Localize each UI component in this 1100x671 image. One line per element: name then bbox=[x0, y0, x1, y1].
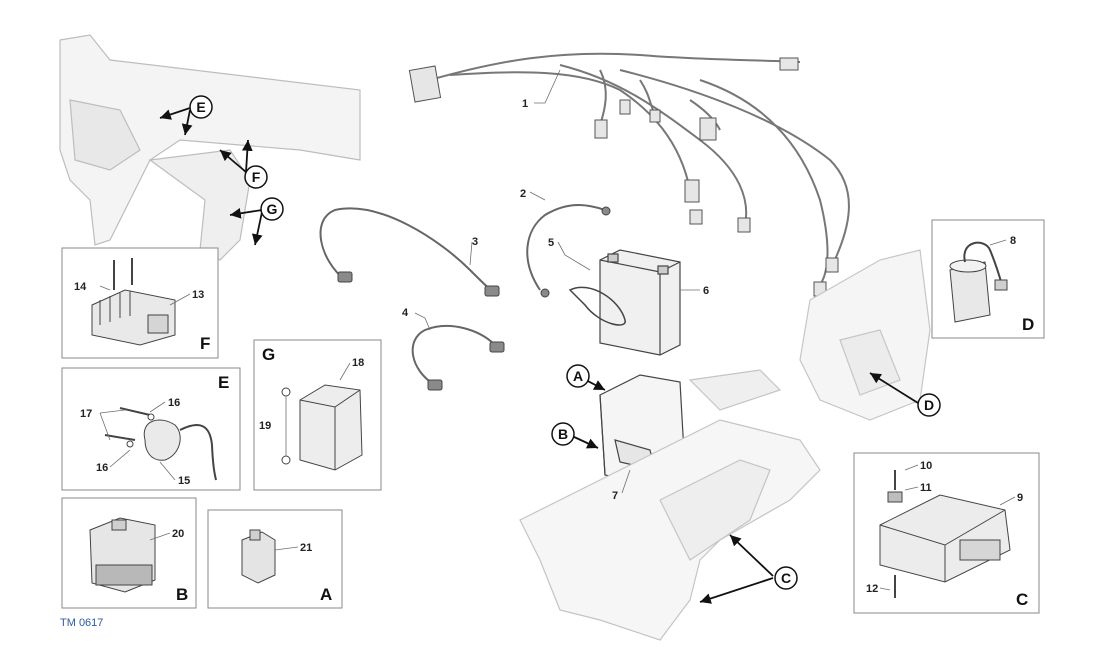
frame-rear bbox=[519, 369, 821, 641]
part-number-9: 9 bbox=[1017, 492, 1023, 504]
part-number-3: 3 bbox=[472, 236, 478, 248]
rear-mudguard bbox=[799, 249, 931, 421]
part-number-20: 20 bbox=[172, 528, 184, 540]
part-number-18: 18 bbox=[352, 357, 364, 369]
regulator bbox=[91, 258, 176, 346]
callout-G: G bbox=[267, 201, 278, 217]
part-number-11: 11 bbox=[920, 482, 932, 494]
frame-front bbox=[59, 34, 361, 261]
box-letter-G: G bbox=[262, 345, 275, 364]
part-number-15: 15 bbox=[178, 475, 190, 487]
part-number-8: 8 bbox=[1010, 235, 1016, 247]
battery bbox=[599, 249, 681, 356]
drawing-reference: TM 0617 bbox=[60, 617, 104, 629]
ecu-C bbox=[879, 470, 1011, 598]
harness-connectors bbox=[408, 57, 839, 297]
box-letter-C: C bbox=[1016, 590, 1028, 609]
leader-lines bbox=[99, 69, 1016, 591]
callout-C: C bbox=[781, 570, 791, 586]
callout-arrows bbox=[159, 107, 919, 604]
box-letter-E: E bbox=[218, 373, 229, 392]
part-number-12: 12 bbox=[866, 583, 878, 595]
callout-circles bbox=[189, 95, 941, 590]
box-letter-A: A bbox=[320, 585, 332, 604]
callout-B: B bbox=[558, 426, 568, 442]
relay-B bbox=[89, 517, 156, 593]
battery-strap bbox=[568, 286, 626, 326]
part-number-21: 21 bbox=[300, 542, 312, 554]
box-letter-B: B bbox=[176, 585, 188, 604]
box-letter-D: D bbox=[1022, 315, 1034, 334]
ignition-coil bbox=[104, 407, 217, 481]
cables bbox=[319, 204, 606, 386]
sensor-D bbox=[949, 241, 1008, 323]
cable-terminals bbox=[337, 206, 611, 391]
part-number-7: 7 bbox=[612, 490, 618, 502]
part-number-2: 2 bbox=[520, 188, 526, 200]
callout-A: A bbox=[573, 368, 583, 384]
part-number-16-bottom: 16 bbox=[96, 462, 108, 474]
part-number-17: 17 bbox=[80, 408, 92, 420]
callout-F: F bbox=[252, 169, 261, 185]
part-number-1: 1 bbox=[522, 98, 528, 110]
part-number-4: 4 bbox=[402, 307, 409, 319]
part-number-13: 13 bbox=[192, 289, 204, 301]
connector-A bbox=[241, 529, 276, 584]
callout-D: D bbox=[924, 397, 934, 413]
part-number-16-top: 16 bbox=[168, 397, 180, 409]
part-number-5: 5 bbox=[548, 237, 554, 249]
part-number-14: 14 bbox=[74, 281, 87, 293]
box-letter-F: F bbox=[200, 334, 210, 353]
callout-E: E bbox=[196, 99, 205, 115]
part-number-19: 19 bbox=[259, 420, 271, 432]
part-number-6: 6 bbox=[703, 285, 709, 297]
part-number-10: 10 bbox=[920, 460, 932, 472]
wiring-harness bbox=[429, 52, 850, 286]
